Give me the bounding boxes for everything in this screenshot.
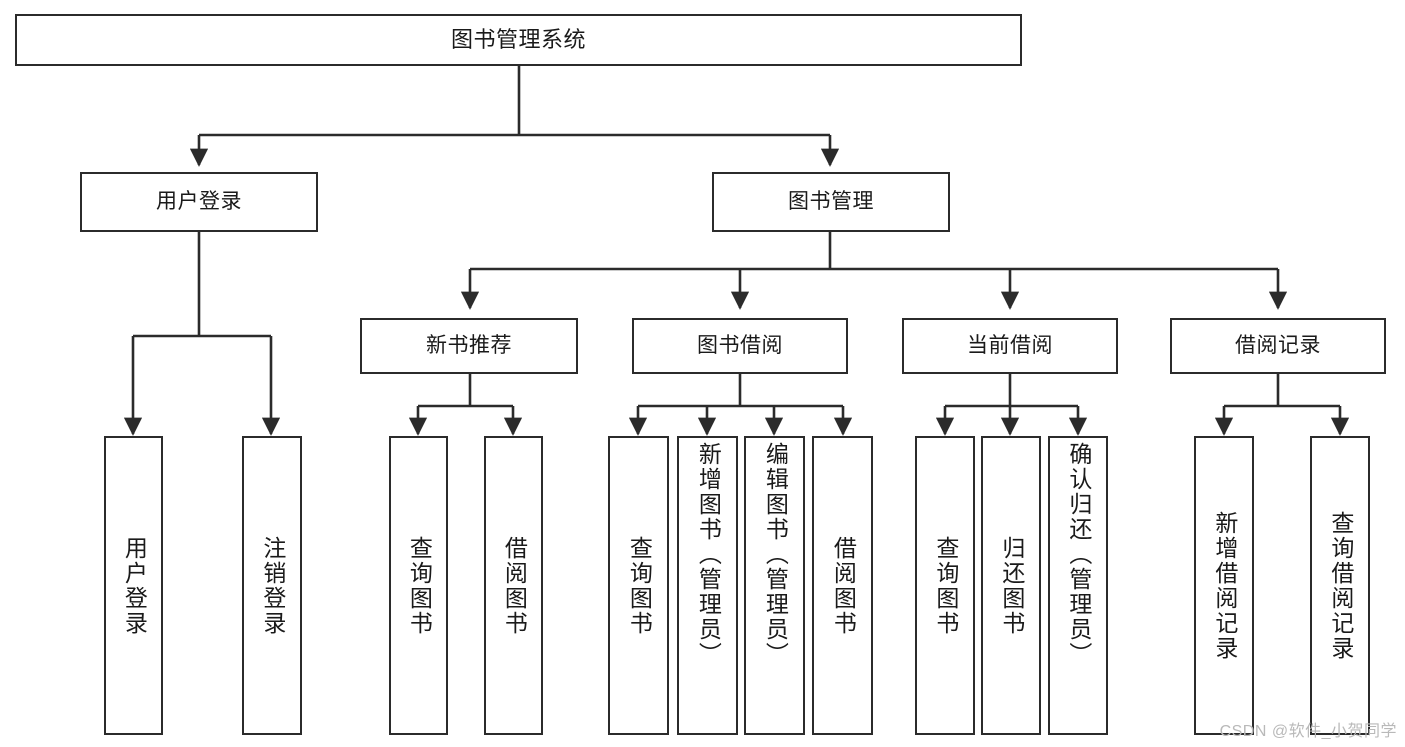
node-root-system[interactable]: 图书管理系统 [15, 14, 1022, 66]
leaf-query-book-borrow[interactable]: 查询图书 [608, 436, 669, 735]
node-label: 归还图书 [998, 535, 1025, 636]
node-label: 编辑图书（管理员） [762, 442, 789, 667]
leaf-user-login[interactable]: 用户登录 [104, 436, 163, 735]
node-label: 图书管理 [788, 189, 874, 213]
leaf-borrow-book-recommend[interactable]: 借阅图书 [484, 436, 543, 735]
node-label: 图书管理系统 [450, 27, 586, 53]
node-label: 用户登录 [121, 535, 148, 636]
node-label: 新书推荐 [426, 333, 512, 357]
leaf-logout[interactable]: 注销登录 [242, 436, 302, 735]
leaf-confirm-return-admin[interactable]: 确认归还（管理员） [1048, 436, 1108, 735]
leaf-return-book[interactable]: 归还图书 [981, 436, 1041, 735]
node-label: 当前借阅 [967, 333, 1053, 357]
node-label: 新增图书（管理员） [695, 442, 722, 667]
node-book-management[interactable]: 图书管理 [712, 172, 950, 232]
leaf-borrow-book-borrow[interactable]: 借阅图书 [812, 436, 873, 735]
leaf-query-book-current[interactable]: 查询图书 [915, 436, 975, 735]
node-label: 查询图书 [406, 535, 433, 636]
node-label: 借阅图书 [501, 535, 528, 636]
node-current-borrowing[interactable]: 当前借阅 [902, 318, 1118, 374]
node-label: 用户登录 [156, 189, 242, 213]
node-label: 借阅图书 [830, 535, 857, 636]
node-label: 图书借阅 [697, 333, 783, 357]
leaf-query-book-recommend[interactable]: 查询图书 [389, 436, 448, 735]
node-label: 查询借阅记录 [1327, 510, 1354, 661]
node-label: 借阅记录 [1235, 333, 1321, 357]
leaf-add-borrow-record[interactable]: 新增借阅记录 [1194, 436, 1254, 735]
node-label: 确认归还（管理员） [1065, 442, 1092, 667]
leaf-add-book-admin[interactable]: 新增图书（管理员） [677, 436, 738, 735]
node-borrow-records[interactable]: 借阅记录 [1170, 318, 1386, 374]
node-new-book-recommendation[interactable]: 新书推荐 [360, 318, 578, 374]
node-label: 注销登录 [259, 535, 286, 636]
node-user-login[interactable]: 用户登录 [80, 172, 318, 232]
node-label: 新增借阅记录 [1211, 510, 1238, 661]
node-label: 查询图书 [932, 535, 959, 636]
csdn-watermark: CSDN @软件_小贺同学 [1219, 723, 1397, 740]
node-label: 查询图书 [626, 535, 653, 636]
leaf-edit-book-admin[interactable]: 编辑图书（管理员） [744, 436, 805, 735]
leaf-query-borrow-record[interactable]: 查询借阅记录 [1310, 436, 1370, 735]
node-book-borrowing[interactable]: 图书借阅 [632, 318, 848, 374]
